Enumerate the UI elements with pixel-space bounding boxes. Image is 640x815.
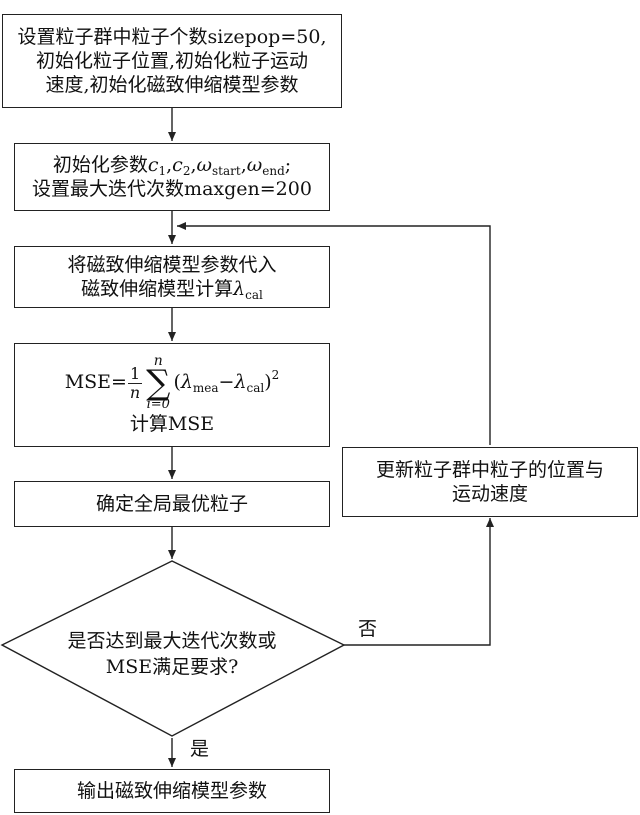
decision-text: 是否达到最大迭代次数或 MSE满足要求? <box>0 628 344 680</box>
output-label: 输出磁致伸缩模型参数 <box>76 780 267 802</box>
init-line-2: 初始化粒子位置,初始化粒子运动 <box>35 50 309 72</box>
init-line-3: 速度,初始化磁致伸缩模型参数 <box>45 74 299 96</box>
no-branch-label: 否 <box>358 618 378 640</box>
yes-branch-label: 是 <box>190 738 210 760</box>
substitute-line-2: 磁致伸缩模型计算λcal <box>81 278 263 302</box>
compute-mse-label: 计算MSE <box>129 413 215 435</box>
global-best-particle-box: 确定全局最优粒子 <box>14 481 330 527</box>
decision-line-2: MSE满足要求? <box>105 656 239 678</box>
decision-diamond <box>0 560 346 737</box>
init-params-line-2: 设置最大迭代次数maxgen=200 <box>32 178 312 200</box>
decision-line-1: 是否达到最大迭代次数或 <box>67 630 277 652</box>
arrow-update-loop-back <box>177 222 491 445</box>
global-best-label: 确定全局最优粒子 <box>95 493 248 515</box>
substitute-line-1: 将磁致伸缩模型参数代入 <box>67 254 277 276</box>
init-line-1: 设置粒子群中粒子个数sizepop=50, <box>17 26 327 48</box>
update-particles-box: 更新粒子群中粒子的位置与 运动速度 <box>342 447 638 517</box>
summation-symbol: n∑i=0 <box>146 353 171 412</box>
update-line-1: 更新粒子群中粒子的位置与 <box>375 459 604 481</box>
init-particle-swarm-box: 设置粒子群中粒子个数sizepop=50, 初始化粒子位置,初始化粒子运动 速度… <box>2 14 342 108</box>
arrow-decision-to-update <box>344 518 494 646</box>
substitute-model-params-box: 将磁致伸缩模型参数代入 磁致伸缩模型计算λcal <box>14 246 330 308</box>
init-params-line-1: 初始化参数c1,c2,ωstart,ωend; <box>52 154 292 178</box>
output-params-box: 输出磁致伸缩模型参数 <box>14 769 330 813</box>
init-parameters-box: 初始化参数c1,c2,ωstart,ωend; 设置最大迭代次数maxgen=2… <box>14 143 330 211</box>
update-line-2: 运动速度 <box>451 483 528 505</box>
